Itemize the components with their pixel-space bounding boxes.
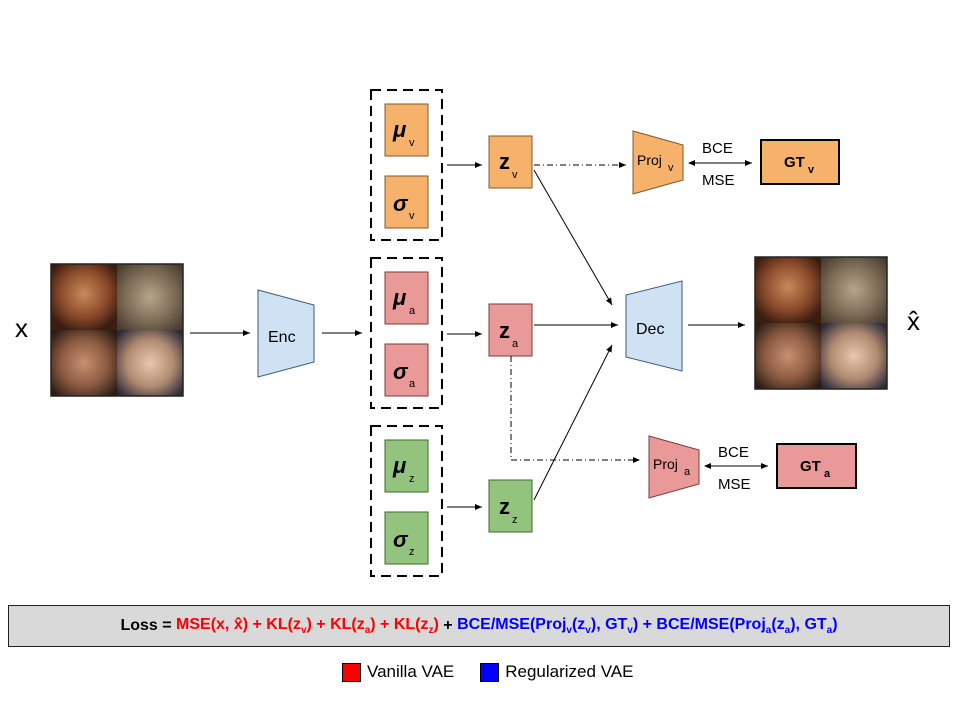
proj-v-bce: BCE [702,140,733,157]
loss-sub-v2: v [566,625,572,637]
sigma-z-sub: z [409,546,415,558]
output-label: x̂ [907,306,920,336]
mu-a-symbol: μ [392,285,406,310]
mu-v-symbol: μ [392,117,406,142]
gt-a-label: GT [800,458,821,475]
input-image-grid [50,263,184,397]
sigma-z-symbol: σ [393,527,409,552]
mu-z-symbol: μ [392,453,406,478]
loss-bce-proja: ) + BCE/MSE(Proj [632,615,766,633]
z-v-symbol: z [499,149,510,174]
encoder-block [257,289,315,378]
gt-v-sub: v [808,164,815,176]
legend: Vanilla VAE Regularized VAE [342,662,659,682]
proj-v-sub: v [668,162,674,174]
loss-gtv: ), GT [590,615,628,633]
z-z-box [488,479,533,533]
legend-swatch-red [342,662,361,682]
loss-gta: ), GT [790,615,827,633]
loss-formula-bar: Loss = MSE(x, x̂) + KL(zv) + KL(za) + KL… [8,605,950,647]
latent-group-z [370,425,443,577]
loss-prefix: Loss = [120,617,177,634]
sigma-a-box [384,343,429,397]
loss-plus: + [438,617,458,634]
input-label: x [15,313,28,343]
loss-mse-kl-v: MSE(x, x̂) + KL(z [176,615,301,633]
loss-bce-projv: BCE/MSE(Proj [457,615,567,633]
output-image-grid [754,256,888,390]
legend-item-regularized: Regularized VAE [480,662,633,682]
latent-group-a [370,257,443,409]
gt-a-sub: a [824,468,831,480]
z-z-sub: z [512,514,518,526]
loss-sub-a1: a [364,625,371,637]
z-a-box [488,303,533,357]
sigma-a-symbol: σ [393,359,409,384]
sigma-z-box [384,511,429,565]
loss-sub-a4: a [826,625,833,637]
legend-label-regularized: Regularized VAE [505,662,634,681]
proj-a-block [648,435,700,499]
latent-group-v [370,89,443,241]
proj-v-mse: MSE [702,172,735,189]
sigma-v-symbol: σ [393,191,409,216]
mu-a-sub: a [409,305,416,317]
legend-item-vanilla: Vanilla VAE [342,662,454,682]
z-z-symbol: z [499,494,510,519]
proj-a-label: Proj [653,456,678,472]
decoder-block [625,280,683,372]
gt-a-box [776,443,857,489]
legend-label-vanilla: Vanilla VAE [367,662,455,681]
proj-v-label: Proj [637,152,662,168]
loss-sub-z1: z [428,625,434,637]
mu-v-sub: v [409,137,415,149]
mu-z-box [384,439,429,493]
gt-v-box [760,139,840,185]
loss-sub-v4: v [627,625,633,637]
decoder-label: Dec [636,321,664,338]
loss-zv-open: (z [571,615,586,633]
loss-blue-close: ) [832,615,838,633]
proj-a-mse: MSE [718,476,751,493]
loss-sub-v1: v [300,625,307,637]
loss-regularized-terms: BCE/MSE(Projv(zv), GTv) + BCE/MSE(Proja(… [457,616,837,636]
loss-vanilla-terms: MSE(x, x̂) + KL(zv) + KL(za) + KL(zz) [176,616,439,636]
proj-a-bce: BCE [718,444,749,461]
encoder-label: Enc [268,329,296,346]
proj-a-sub: a [684,466,691,478]
arrow-za-to-proja [510,356,640,463]
loss-za-open: (z [771,615,785,633]
z-a-sub: a [512,338,519,350]
legend-swatch-blue [480,662,500,682]
loss-kl-z: ) + KL(z [370,615,429,633]
z-a-symbol: z [499,318,510,343]
mu-z-sub: z [409,473,415,485]
loss-kl-a: ) + KL(z [306,615,365,633]
arrow-zv-to-dec [533,169,613,306]
z-v-box [488,135,533,189]
loss-sub-a3: a [784,625,791,637]
loss-red-close: ) [433,615,439,633]
mu-v-box [384,103,429,157]
z-v-sub: v [512,169,518,181]
sigma-v-sub: v [409,210,415,222]
loss-sub-v3: v [585,625,591,637]
proj-v-block [632,130,684,195]
loss-sub-a2: a [765,625,772,637]
gt-v-label: GT [784,154,805,171]
sigma-a-sub: a [409,378,416,390]
mu-a-box [384,271,429,325]
arrow-zz-to-dec [533,344,613,501]
sigma-v-box [384,175,429,229]
